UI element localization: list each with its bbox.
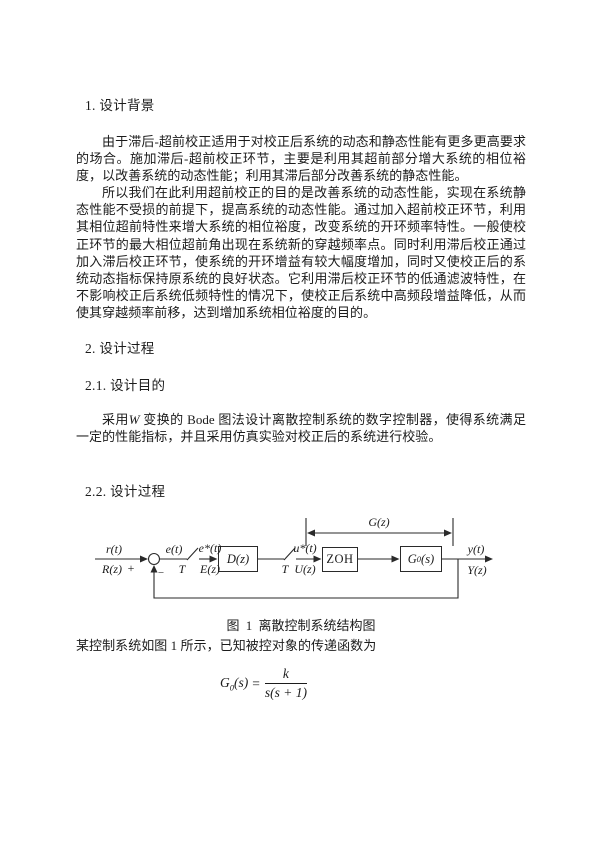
- arrowhead-gz-right: [444, 529, 452, 537]
- control-z-label: U(z): [294, 562, 316, 576]
- section-2-2-heading: 2.2. 设计过程: [85, 484, 166, 499]
- sampler-2: [283, 547, 296, 561]
- figure-1-caption: 图 1 离散控制系统结构图: [226, 618, 376, 633]
- formula-denominator: s(s + 1): [264, 685, 307, 700]
- arrowhead-feedback: [150, 565, 158, 573]
- transfer-function-formula: G0(s) = k s(s + 1): [220, 666, 307, 701]
- error-star-label: e*(t): [198, 541, 222, 555]
- sampler-1: [186, 547, 199, 561]
- arrowhead-output: [485, 555, 493, 563]
- formula-numerator: k: [264, 666, 307, 684]
- paragraph-background-1: 由于滞后-超前校正适用于对校正后系统的动态和静态性能有更多更高要求的场合。施加滞…: [76, 134, 526, 184]
- feedback-path: [153, 559, 459, 599]
- input-signal-label: r(t): [106, 542, 122, 556]
- plant-args: (s): [421, 551, 435, 566]
- formula-fraction: k s(s + 1): [264, 666, 307, 701]
- sampler-2-period-label: T: [281, 562, 289, 576]
- sampler-1-period-label: T: [178, 562, 186, 576]
- gz-span-label: G(z): [368, 515, 390, 529]
- formula-symbol: G: [220, 674, 230, 690]
- formula-args: (s): [234, 674, 249, 690]
- arrowhead-into-controller: [209, 555, 218, 563]
- plant-symbol: G: [407, 551, 417, 566]
- section-2-1-heading: 2.1. 设计目的: [85, 378, 166, 393]
- summing-junction-circle: [147, 552, 161, 566]
- plant-subscript: 0: [416, 554, 422, 564]
- arrowhead-into-zoh: [313, 555, 322, 563]
- input-z-label: R(z): [102, 562, 122, 576]
- formula-subscript: 0: [229, 682, 234, 693]
- section-2-heading: 2. 设计过程: [85, 341, 155, 356]
- paragraph-text: 变换的 Bode 图法设计离散控制系统的数字控制器，使得系统满足一定的性能指标，…: [76, 412, 526, 445]
- equals-sign: =: [252, 675, 260, 691]
- output-signal-label: y(t): [467, 542, 485, 556]
- control-star-label: u*(t): [293, 541, 317, 555]
- controller-block: D(z): [218, 546, 258, 572]
- section-1-heading: 1. 设计背景: [85, 98, 155, 113]
- output-z-label: Y(z): [467, 563, 487, 577]
- minus-sign: −: [157, 567, 165, 579]
- error-z-label: E(z): [200, 562, 220, 576]
- arrowhead-into-plant: [391, 555, 400, 563]
- plus-sign: +: [127, 561, 135, 575]
- paragraph-design-purpose: 采用W 变换的 Bode 图法设计离散控制系统的数字控制器，使得系统满足一定的性…: [76, 411, 526, 445]
- arrowhead-into-summing: [140, 555, 148, 563]
- w-variable: W: [128, 412, 140, 427]
- formula-lhs: G0(s): [220, 675, 248, 693]
- error-signal-label: e(t): [165, 542, 183, 556]
- paragraph-background-2: 所以我们在此利用超前校正的目的是改善系统的动态性能，实现在系统静态性能不受损的前…: [76, 185, 526, 321]
- paragraph-transfer-function-intro: 某控制系统如图 1 所示，已知被控对象的传递函数为: [76, 638, 377, 653]
- zoh-block: ZOH: [322, 547, 358, 572]
- diagram-canvas: [95, 518, 493, 599]
- paragraph-text: 采用: [102, 412, 129, 427]
- arrowhead-gz-left: [307, 529, 315, 537]
